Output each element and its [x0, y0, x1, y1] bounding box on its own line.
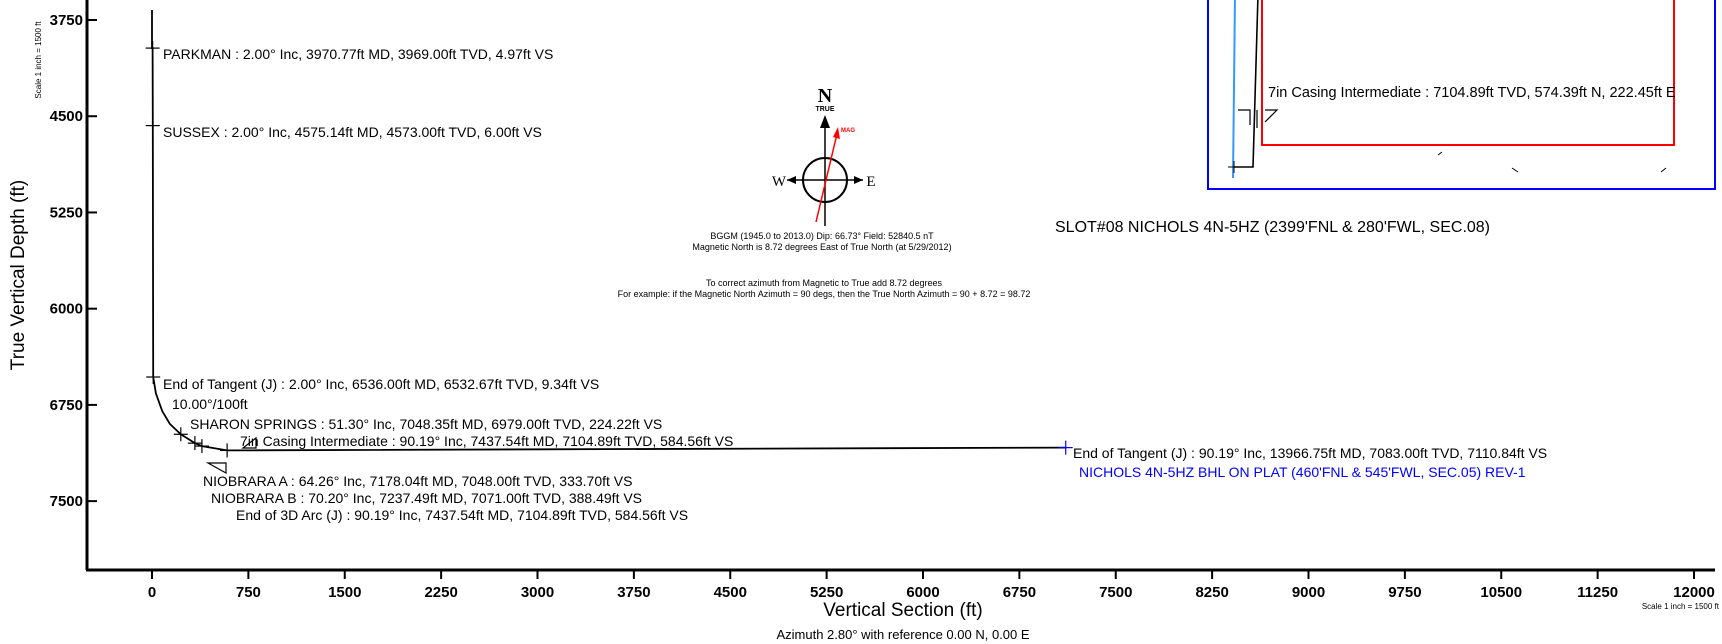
marker-end-of-tangent-bhl	[1058, 440, 1073, 455]
compass-east-letter: E	[866, 174, 875, 190]
x-tick-label: 10500	[1480, 584, 1522, 601]
x-tick-label: 7500	[1099, 584, 1132, 601]
x-tick-label: 1500	[328, 584, 361, 601]
wellpath-markers	[145, 41, 1073, 458]
x-ticks: 0 750 1500 2250 3000 3750 4500 5250 6000 6750 7500…	[148, 570, 1715, 601]
magnetic-note-3: To correct azimuth from Magnetic to True…	[706, 278, 943, 288]
inset-casing-symbol-right	[1264, 109, 1279, 123]
north-compass: N TRUE W E MAG	[772, 85, 876, 226]
x-tick-label: 750	[236, 584, 261, 601]
x-tick-label: 0	[148, 584, 156, 601]
y-tick-label: 6750	[50, 397, 83, 414]
compass-mag-arrowhead	[833, 127, 840, 139]
x-tick-label: 6750	[1003, 584, 1036, 601]
annotation-parkman: PARKMAN : 2.00° Inc, 3970.77ft MD, 3969.…	[163, 46, 553, 62]
x-tick-label: 6000	[906, 584, 939, 601]
annotation-sussex: SUSSEX : 2.00° Inc, 4575.14ft MD, 4573.0…	[163, 124, 542, 140]
marker-end-of-3d-arc	[220, 443, 235, 458]
annotation-build-rate: 10.00°/100ft	[172, 396, 248, 412]
x-tick-label: 2250	[424, 584, 457, 601]
inset-tick	[1511, 167, 1519, 173]
scale-note-left: Scale 1 inch = 1500 ft	[34, 21, 43, 99]
y-ticks: 3750 4500 5250 6000 6750 7500	[50, 12, 97, 510]
marker-niobrara-a	[187, 436, 202, 451]
y-tick-label: 7500	[50, 493, 83, 510]
inset-casing-symbol-left	[1238, 109, 1251, 125]
compass-mag-line	[815, 133, 838, 223]
annotation-end-of-3d-arc: End of 3D Arc (J) : 90.19° Inc, 7437.54f…	[236, 507, 688, 523]
inset-plan-view: 7in Casing Intermediate : 7104.89ft TVD,…	[1207, 0, 1716, 190]
x-tick-label: 9000	[1292, 584, 1325, 601]
marker-parkman	[145, 41, 160, 56]
compass-mag-label: MAG	[841, 128, 855, 134]
compass-north-letter: N	[818, 85, 833, 107]
axes: 0 750 1500 2250 3000 3750 4500 5250 6000 6750 7500…	[50, 0, 1715, 601]
annotations: PARKMAN : 2.00° Inc, 3970.77ft MD, 3969.…	[163, 46, 1547, 523]
inset-blue-frame	[1207, 0, 1716, 190]
compass-east-arrowhead	[854, 176, 863, 184]
y-tick-label: 4500	[50, 108, 83, 125]
marker-sussex	[145, 118, 160, 133]
marker-end-of-tangent-top	[146, 370, 161, 385]
compass-north-arrowhead	[820, 115, 830, 128]
y-tick-label: 5250	[50, 204, 83, 221]
inset-plan-wellpath	[1234, 0, 1259, 168]
marker-sharon-springs	[173, 427, 188, 442]
y-tick-label: 3750	[50, 12, 83, 29]
annotation-end-of-tangent-top: End of Tangent (J) : 2.00° Inc, 6536.00f…	[163, 376, 599, 392]
x-tick-label: 9750	[1388, 584, 1421, 601]
inset-tick	[1437, 151, 1443, 156]
annotation-niobrara-b: NIOBRARA B : 70.20° Inc, 7237.49ft MD, 7…	[211, 490, 642, 506]
x-tick-label: 3000	[521, 584, 554, 601]
magnetic-notes: BGGM (1945.0 to 2013.0) Dip: 66.73° Fiel…	[618, 231, 1031, 299]
magnetic-note-4: For example: if the Magnetic North Azimu…	[618, 289, 1031, 299]
x-tick-label: 5250	[810, 584, 843, 601]
annotation-bhl-target: NICHOLS 4N-5HZ BHL ON PLAT (460'FNL & 54…	[1079, 464, 1526, 480]
slot-label: SLOT#08 NICHOLS 4N-5HZ (2399'FNL & 280'F…	[1055, 219, 1490, 236]
inset-lightblue-line	[1232, 0, 1236, 179]
inset-red-frame	[1261, 0, 1675, 146]
y-axis-label: True Vertical Depth (ft)	[8, 180, 29, 370]
magnetic-note-2: Magnetic North is 8.72 degrees East of T…	[692, 242, 951, 252]
annotation-sharon-springs: SHARON SPRINGS : 51.30° Inc, 7048.35ft M…	[190, 416, 662, 432]
compass-west-letter: W	[772, 174, 787, 190]
x-tick-label: 4500	[714, 584, 747, 601]
inset-tick	[1660, 167, 1667, 173]
x-tick-label: 8250	[1195, 584, 1228, 601]
compass-true-label: TRUE	[815, 106, 834, 113]
marker-niobrara-b	[194, 439, 209, 454]
compass-west-arrowhead	[787, 176, 796, 184]
y-tick-label: 6000	[50, 301, 83, 318]
x-tick-label: 11250	[1577, 584, 1618, 601]
magnetic-note-1: BGGM (1945.0 to 2013.0) Dip: 66.73° Fiel…	[710, 231, 934, 241]
scale-note-right: Scale 1 inch = 1500 ft	[1642, 602, 1720, 611]
casing-symbol-upper	[241, 436, 257, 449]
annotation-end-of-tangent-bhl: End of Tangent (J) : 90.19° Inc, 13966.7…	[1073, 445, 1547, 461]
annotation-niobrara-a: NIOBRARA A : 64.26° Inc, 7178.04ft MD, 7…	[203, 473, 632, 489]
inset-casing-label: 7in Casing Intermediate : 7104.89ft TVD,…	[1268, 85, 1676, 101]
x-tick-label: 3750	[617, 584, 650, 601]
x-axis-label: Vertical Section (ft)	[823, 600, 982, 621]
casing-symbol-lower	[205, 462, 227, 475]
x-tick-label: 12000	[1673, 584, 1715, 601]
annotation-casing-intermediate: 7in Casing Intermediate : 90.19° Inc, 74…	[240, 433, 733, 449]
casing-symbol	[205, 436, 257, 475]
azimuth-note: Azimuth 2.80° with reference 0.00 N, 0.0…	[776, 627, 1029, 642]
